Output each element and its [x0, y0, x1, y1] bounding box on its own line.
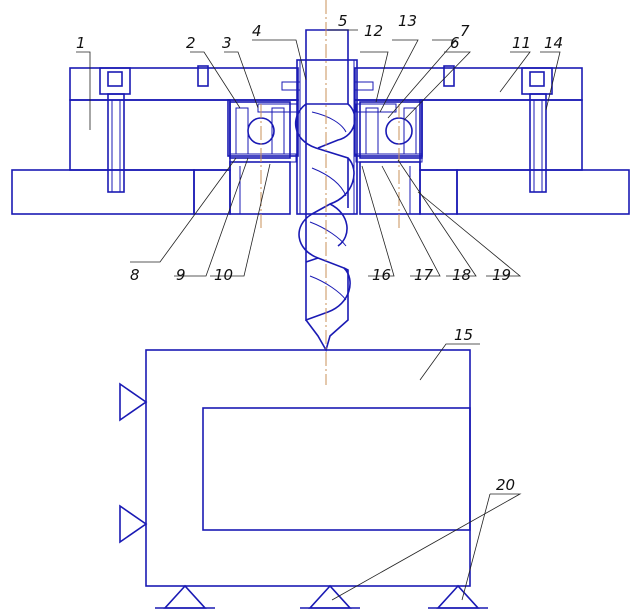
callout-15: 15 — [454, 326, 473, 344]
callout-1: 1 — [76, 34, 86, 52]
callout-12: 12 — [364, 22, 383, 40]
callout-13: 13 — [398, 12, 417, 30]
callout-2: 2 — [186, 34, 196, 52]
pins — [197, 65, 455, 87]
callout-18: 18 — [452, 266, 471, 284]
callout-8: 8 — [130, 266, 140, 284]
sleeves — [229, 161, 421, 215]
workpiece — [145, 349, 471, 587]
callout-3: 3 — [222, 34, 232, 52]
drill — [294, 29, 356, 353]
callout-5: 5 — [338, 12, 348, 30]
drill-bushing — [296, 59, 358, 215]
callout-7: 7 — [460, 22, 470, 40]
callout-10: 10 — [214, 266, 233, 284]
callout-19: 19 — [492, 266, 511, 284]
seals — [281, 81, 374, 91]
callout-16: 16 — [372, 266, 391, 284]
callout-17: 17 — [414, 266, 434, 284]
bolt-left — [99, 67, 131, 193]
bearing-left — [229, 101, 299, 163]
callout-4: 4 — [252, 22, 262, 40]
callout-6: 6 — [450, 34, 460, 52]
bearing-right — [355, 101, 423, 163]
callout-labels: 1 2 3 4 5 6 7 8 9 10 11 12 13 14 15 16 1… — [76, 12, 563, 494]
callout-11: 11 — [512, 34, 531, 52]
leader-lines — [76, 29, 561, 601]
callout-14: 14 — [544, 34, 563, 52]
callout-9: 9 — [176, 266, 186, 284]
callout-20: 20 — [496, 476, 515, 494]
side-supports — [119, 382, 148, 544]
bottom-supports — [155, 584, 488, 609]
bolt-right — [521, 67, 553, 193]
